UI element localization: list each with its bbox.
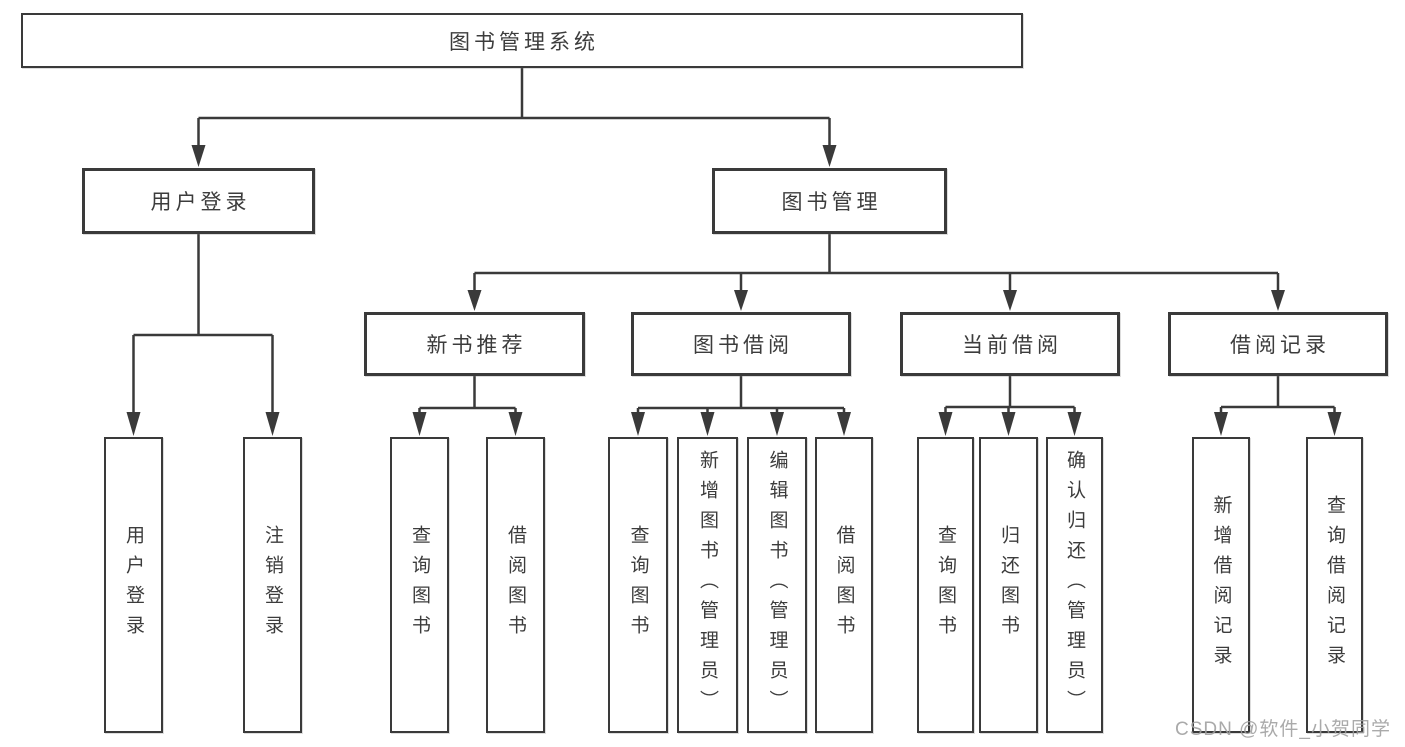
leaf-query-borrow-record: 查询借阅记录 xyxy=(1306,437,1363,733)
node-library-management-system: 图书管理系统 xyxy=(21,13,1023,68)
node-user-login: 用户登录 xyxy=(82,168,315,234)
node-label: 图书管理系统 xyxy=(449,30,599,54)
node-label: 归还图书 xyxy=(998,525,1019,645)
node-label: 查询图书 xyxy=(935,525,956,645)
leaf-logout: 注销登录 xyxy=(243,437,302,733)
node-label: 新增图书（管理员） xyxy=(697,450,718,720)
node-new-book-recommend: 新书推荐 xyxy=(364,312,585,376)
node-label: 查询借阅记录 xyxy=(1324,495,1345,675)
node-label: 新书推荐 xyxy=(426,334,527,357)
leaf-query-books-recommend: 查询图书 xyxy=(390,437,449,733)
leaf-query-books-borrowing: 查询图书 xyxy=(608,437,668,733)
leaf-confirm-return-admin: 确认归还（管理员） xyxy=(1046,437,1103,733)
node-current-borrowing: 当前借阅 xyxy=(900,312,1120,376)
leaf-add-borrow-record: 新增借阅记录 xyxy=(1192,437,1250,733)
node-label: 借阅记录 xyxy=(1230,334,1330,357)
node-label: 借阅图书 xyxy=(505,525,526,645)
node-label: 用户登录 xyxy=(150,191,251,214)
node-borrowing-records: 借阅记录 xyxy=(1168,312,1388,376)
node-label: 借阅图书 xyxy=(833,525,855,645)
node-label: 查询图书 xyxy=(627,525,649,645)
node-label: 查询图书 xyxy=(409,525,430,645)
node-book-management: 图书管理 xyxy=(712,168,947,234)
leaf-query-books-current: 查询图书 xyxy=(917,437,974,733)
node-label: 注销登录 xyxy=(262,525,283,645)
node-book-borrowing: 图书借阅 xyxy=(631,312,851,376)
node-label: 确认归还（管理员） xyxy=(1064,450,1085,720)
leaf-return-books: 归还图书 xyxy=(979,437,1038,733)
leaf-user-login: 用户登录 xyxy=(104,437,163,733)
leaf-borrow-books-recommend: 借阅图书 xyxy=(486,437,545,733)
node-label: 用户登录 xyxy=(123,525,144,645)
leaf-edit-books-admin: 编辑图书（管理员） xyxy=(747,437,807,733)
node-label: 图书管理 xyxy=(781,191,882,214)
node-label: 编辑图书（管理员） xyxy=(766,450,788,720)
leaf-borrow-books-borrowing: 借阅图书 xyxy=(815,437,873,733)
leaf-add-books-admin: 新增图书（管理员） xyxy=(677,437,738,733)
node-label: 当前借阅 xyxy=(962,334,1062,357)
csdn-watermark: CSDN @软件_小贺同学 xyxy=(1175,719,1391,740)
node-label: 图书借阅 xyxy=(693,334,793,357)
node-label: 新增借阅记录 xyxy=(1210,495,1232,675)
